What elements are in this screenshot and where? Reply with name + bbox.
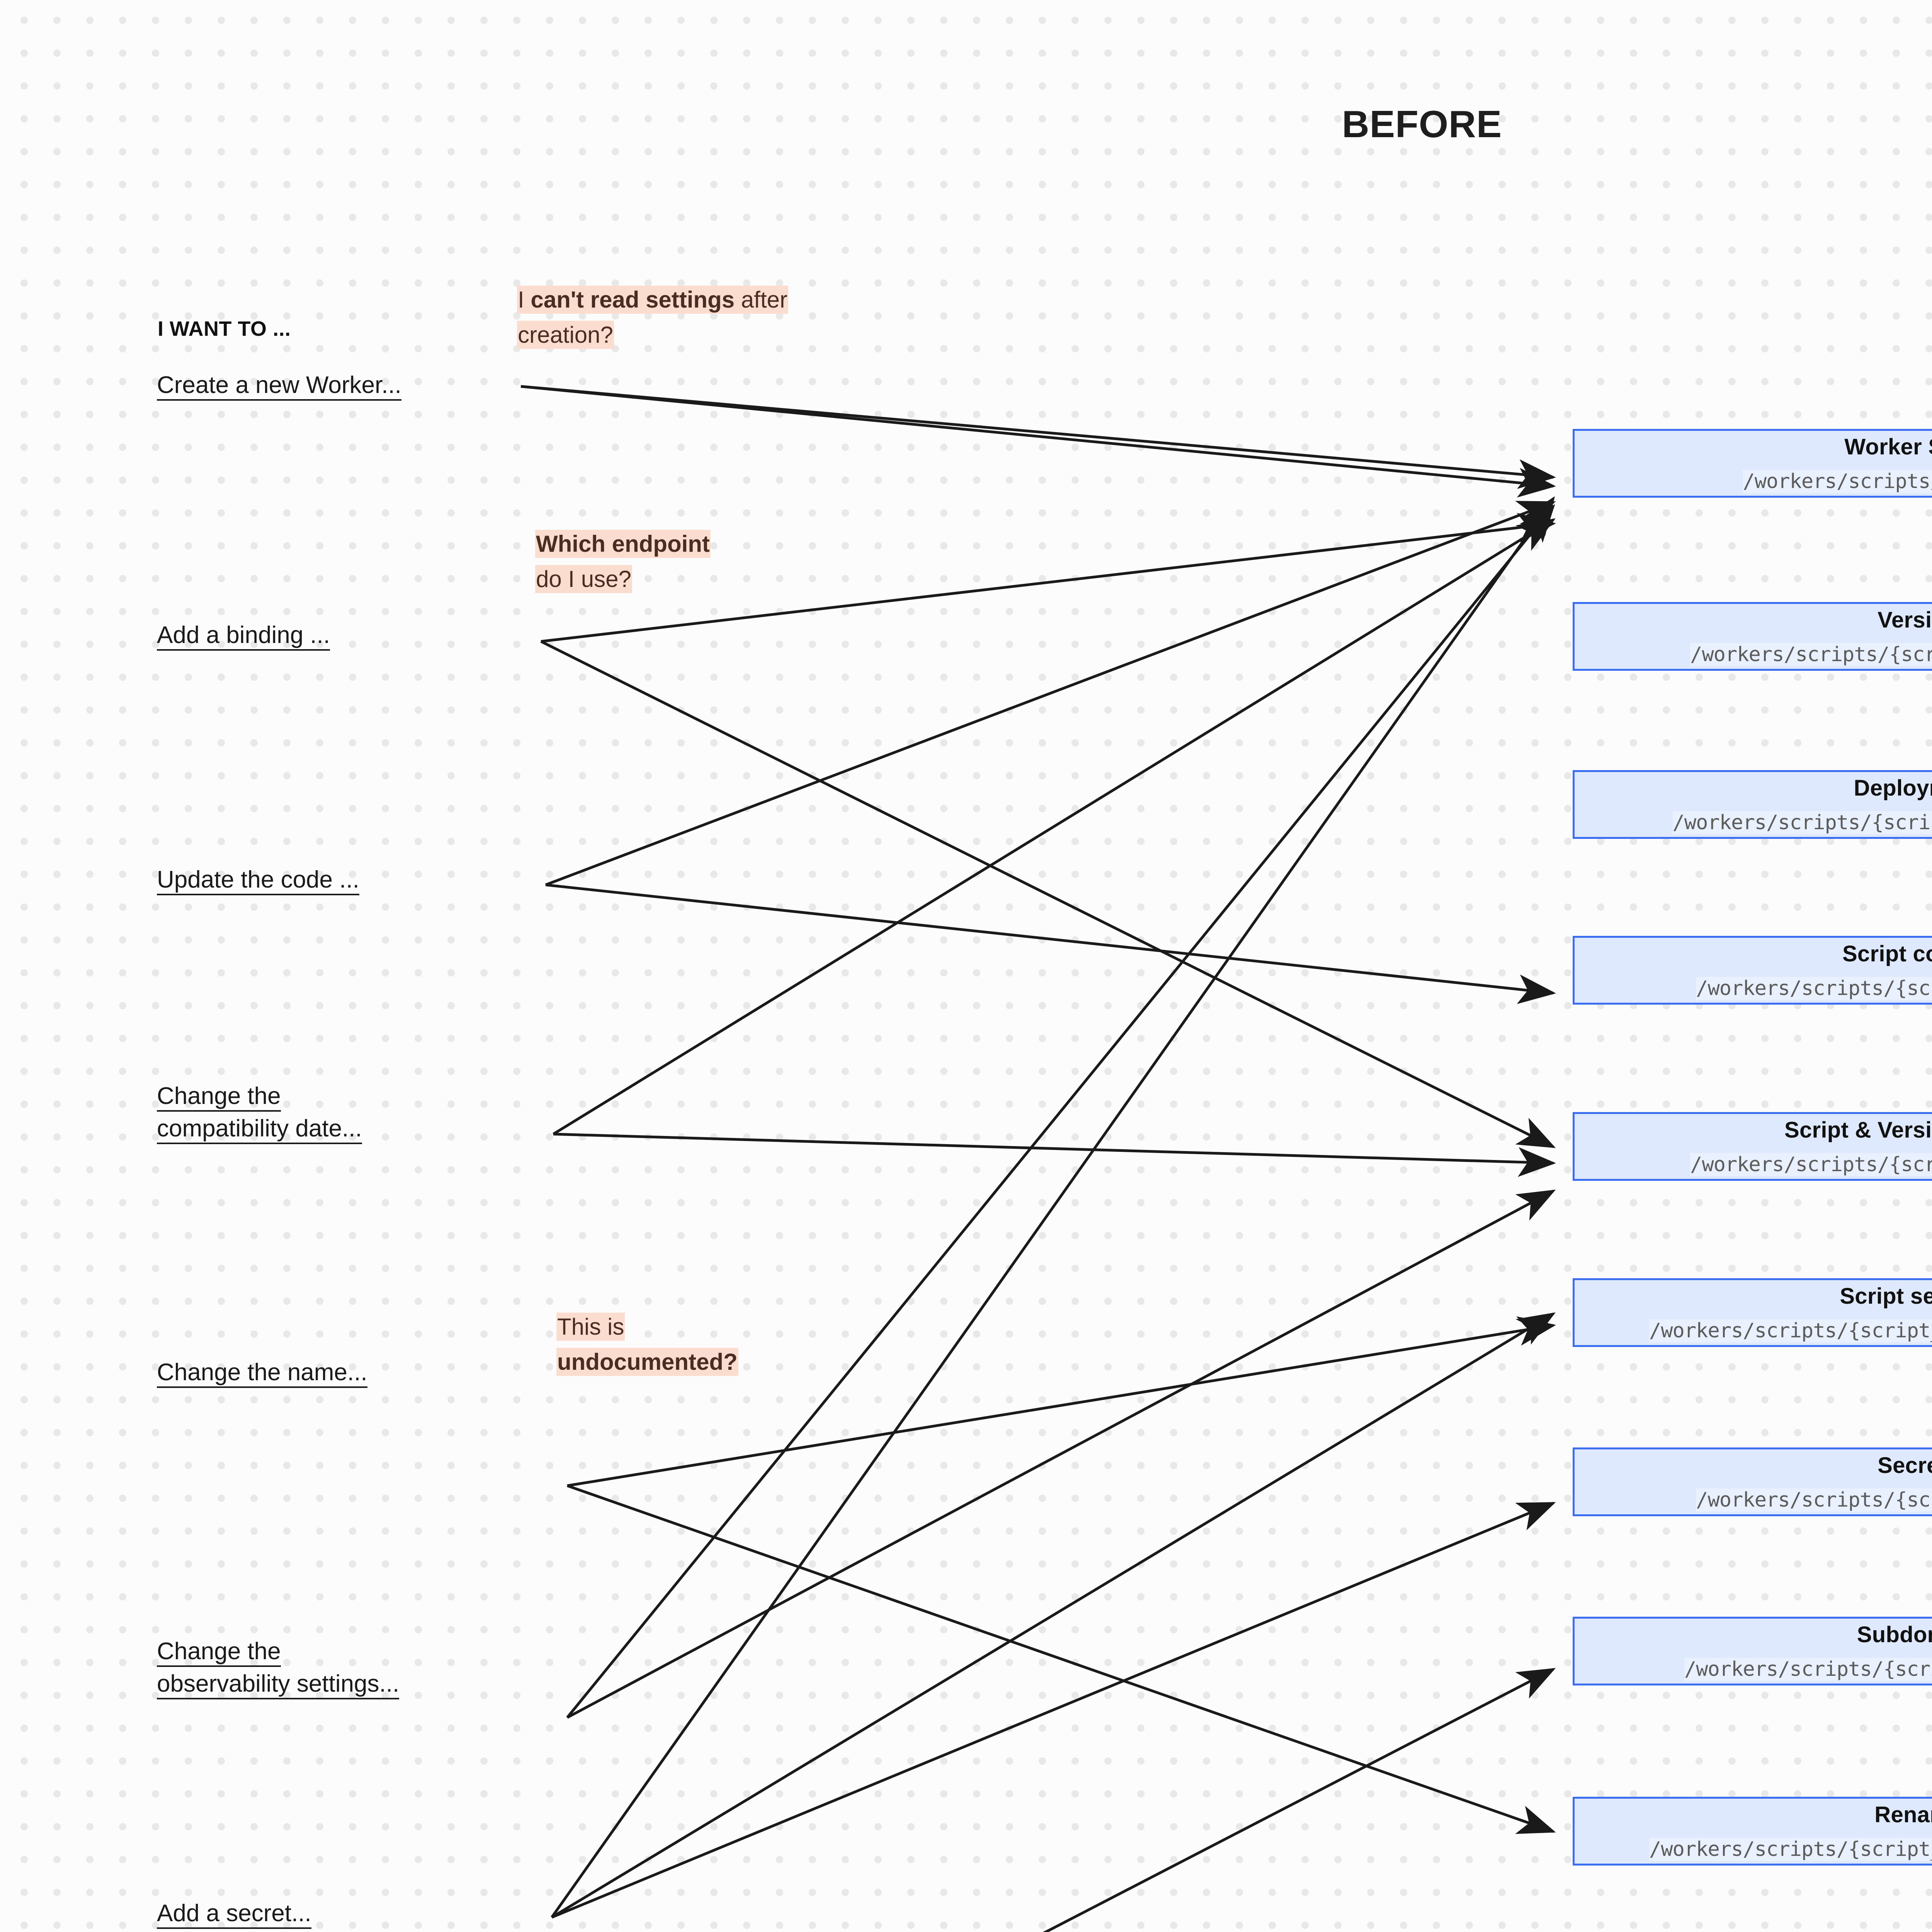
endpoint-script-content-path: /workers/scripts/{script_name}/content — [1696, 976, 1932, 1000]
callout-undocumented-l2: undocumented? — [557, 1349, 738, 1375]
task-add-secret-label: Add a secret... — [157, 1900, 311, 1929]
callout-cant-read-settings-l1-plain: I — [518, 287, 531, 313]
task-add-secret[interactable]: Add a secret... — [157, 1897, 505, 1930]
endpoint-script-version-settings[interactable]: Script & Version settings /workers/scrip… — [1573, 1112, 1932, 1181]
callout-cant-read-settings: I can't read settings after creation? — [517, 282, 919, 352]
endpoint-subdomain[interactable]: Subdomain /workers/scripts/{script_name}… — [1573, 1617, 1932, 1685]
endpoint-secrets-title: Secrets — [1878, 1452, 1932, 1478]
endpoint-version[interactable]: Version /workers/scripts/{script_name}/v… — [1573, 602, 1932, 671]
endpoint-script-settings-path: /workers/scripts/{script_name}/script-se… — [1649, 1319, 1932, 1342]
callout-cant-read-settings-l1-tail: after — [735, 287, 787, 313]
endpoint-deployment[interactable]: Deployment /workers/scripts/{script_name… — [1573, 770, 1932, 839]
endpoint-rename-title: Rename — [1874, 1802, 1932, 1827]
endpoint-version-path: /workers/scripts/{script_name}/versions — [1690, 643, 1932, 666]
endpoint-script-version-settings-path: /workers/scripts/{script_name}/settings — [1690, 1153, 1932, 1176]
endpoint-subdomain-title: Subdomain — [1857, 1622, 1932, 1647]
callout-which-endpoint-l1: Which endpoint — [536, 531, 710, 557]
task-change-name-label: Change the name... — [157, 1359, 367, 1388]
endpoint-script-settings[interactable]: Script settings /workers/scripts/{script… — [1573, 1278, 1932, 1347]
endpoint-version-title: Version — [1878, 607, 1932, 633]
task-change-name[interactable]: Change the name... — [157, 1356, 505, 1389]
task-add-binding-label: Add a binding ... — [157, 622, 330, 651]
page-title: BEFORE — [1342, 103, 1502, 145]
endpoint-rename[interactable]: Rename /workers/scripts/{script_name}/re… — [1573, 1797, 1932, 1866]
endpoint-rename-path: /workers/scripts/{script_name}/rename/{r… — [1649, 1837, 1932, 1861]
task-update-code[interactable]: Update the code ... — [157, 864, 505, 896]
endpoint-worker-script[interactable]: Worker Script /workers/scripts/{script_n… — [1573, 429, 1932, 498]
task-change-compat-date-label: Change the compatibility date... — [157, 1083, 362, 1145]
endpoint-script-content-title: Script content — [1842, 941, 1932, 966]
callout-which-endpoint-l2: do I use? — [535, 565, 632, 594]
endpoint-deployment-path: /workers/scripts/{script_name}/deploymen… — [1672, 811, 1932, 834]
endpoint-worker-script-title: Worker Script — [1844, 434, 1932, 459]
endpoint-deployment-title: Deployment — [1854, 775, 1932, 801]
callout-cant-read-settings-l1-bold: can't read settings — [531, 287, 735, 313]
callout-undocumented-l1: This is — [556, 1313, 625, 1341]
task-create-worker[interactable]: Create a new Worker... — [157, 369, 505, 401]
task-change-observability[interactable]: Change the observability settings... — [157, 1635, 404, 1701]
want-to-heading: I WANT TO ... — [158, 317, 291, 340]
callout-which-endpoint: Which endpoint do I use? — [535, 526, 844, 597]
endpoint-script-version-settings-title: Script & Version settings — [1784, 1117, 1932, 1143]
endpoint-script-content[interactable]: Script content /workers/scripts/{script_… — [1573, 936, 1932, 1005]
endpoint-subdomain-path: /workers/scripts/{script_name}/subdomain — [1684, 1657, 1932, 1681]
task-add-binding[interactable]: Add a binding ... — [157, 619, 505, 651]
callout-undocumented: This is undocumented? — [556, 1309, 866, 1379]
endpoint-script-settings-title: Script settings — [1840, 1283, 1932, 1309]
endpoint-secrets-path: /workers/scripts/{script_name}/secrets — [1696, 1488, 1932, 1512]
task-change-observability-label: Change the observability settings... — [157, 1638, 400, 1700]
task-update-code-label: Update the code ... — [157, 866, 359, 895]
endpoint-secrets[interactable]: Secrets /workers/scripts/{script_name}/s… — [1573, 1447, 1932, 1516]
task-create-worker-label: Create a new Worker... — [157, 372, 401, 401]
callout-cant-read-settings-l2: creation? — [517, 321, 614, 349]
task-to-endpoint-edges — [520, 385, 1556, 1932]
endpoint-worker-script-path: /workers/scripts/{script_name} — [1743, 469, 1932, 493]
task-change-compat-date[interactable]: Change the compatibility date... — [157, 1080, 404, 1145]
